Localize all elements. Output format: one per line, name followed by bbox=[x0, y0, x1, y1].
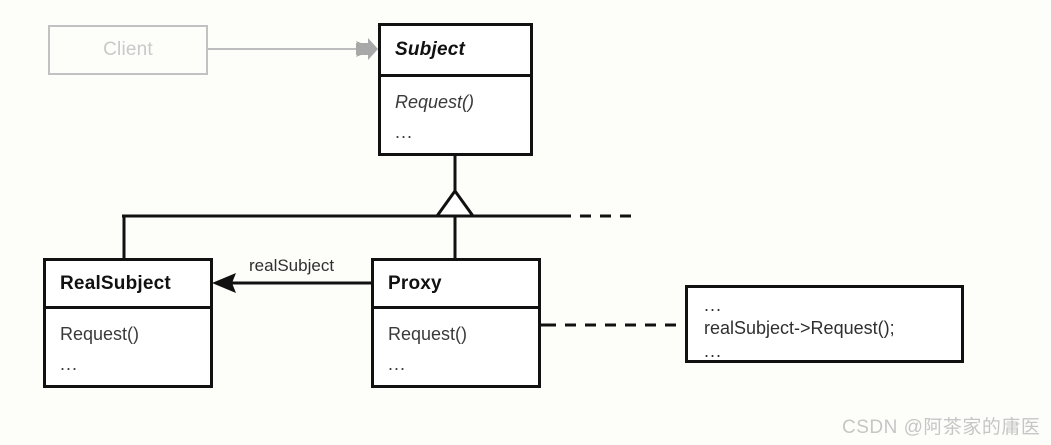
compartment-divider bbox=[46, 306, 210, 309]
operation-subject-ellipsis: ... bbox=[395, 122, 414, 142]
operation-realsubject-request: Request() bbox=[60, 324, 140, 344]
operation-realsubject-ellipsis: ... bbox=[60, 354, 79, 374]
class-box-subject[interactable]: Subject Request() ... bbox=[378, 23, 533, 156]
edge-proxy-to-realsubject bbox=[212, 273, 371, 293]
class-box-client[interactable]: Client bbox=[48, 25, 208, 75]
operations-proxy: Request() ... bbox=[374, 309, 538, 388]
note-line-3: ... bbox=[704, 341, 723, 361]
operation-proxy-ellipsis: ... bbox=[388, 354, 407, 374]
class-name-realsubject: RealSubject bbox=[60, 272, 171, 294]
note-body: ... realSubject->Request(); ... bbox=[688, 288, 961, 363]
note-line-1: ... bbox=[704, 295, 723, 315]
operation-proxy-request: Request() bbox=[388, 324, 468, 344]
class-name-proxy: Proxy bbox=[388, 272, 442, 294]
class-name-client: Client bbox=[103, 39, 153, 60]
edge-label-realsubject: realSubject bbox=[249, 256, 335, 275]
class-name-subject: Subject bbox=[395, 39, 466, 60]
compartment-divider bbox=[381, 74, 530, 77]
edge-client-to-subject bbox=[182, 38, 378, 60]
note-line-2: realSubject->Request(); bbox=[704, 318, 895, 338]
operation-subject-request: Request() bbox=[395, 92, 475, 112]
note-box-proxy-implementation[interactable]: ... realSubject->Request(); ... bbox=[685, 285, 964, 363]
class-box-proxy[interactable]: Proxy Request() ... bbox=[371, 258, 541, 388]
watermark-text: CSDN @阿茶家的庸医 bbox=[842, 417, 1041, 438]
operations-realsubject: Request() ... bbox=[46, 309, 210, 388]
class-box-realsubject[interactable]: RealSubject Request() ... bbox=[43, 258, 213, 388]
operations-subject: Request() ... bbox=[381, 77, 530, 156]
edge-generalization bbox=[122, 155, 637, 259]
compartment-divider bbox=[374, 306, 538, 309]
